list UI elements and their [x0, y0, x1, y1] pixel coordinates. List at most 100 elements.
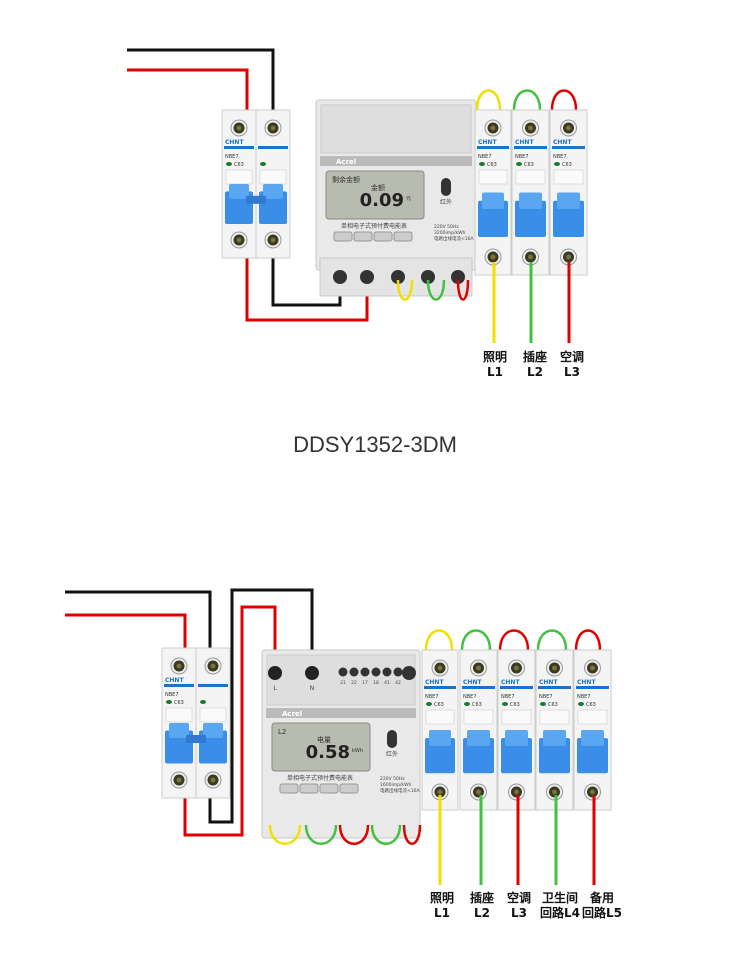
spec-label — [553, 169, 584, 185]
jumper-wire — [574, 629, 602, 651]
screw-slot — [270, 125, 276, 131]
jumper-wire — [370, 824, 402, 845]
brand-stripe — [198, 684, 228, 687]
output-label-4: 卫生间回路L4 — [540, 891, 580, 920]
meter-top-cover — [320, 104, 472, 154]
spec-label — [165, 707, 193, 723]
toggle-lever — [429, 730, 451, 746]
jumper-wire — [402, 824, 422, 845]
spec-label — [425, 709, 455, 725]
lcd-line2: 电量 — [317, 735, 331, 744]
live-input-wire — [127, 68, 249, 115]
spec-label — [199, 707, 227, 723]
screw-slot — [437, 665, 443, 671]
screw-slot — [236, 125, 242, 131]
screw-slot — [270, 237, 276, 243]
screw-slot — [176, 663, 182, 669]
breaker-brand: CHNT — [515, 139, 534, 146]
toggle-lever — [482, 192, 504, 209]
infrared-port — [387, 730, 397, 748]
meter-brand-strip — [320, 156, 472, 166]
terminal — [402, 666, 416, 680]
live-input-wire — [65, 613, 187, 652]
screw-slot — [528, 125, 533, 131]
status-indicator — [200, 700, 206, 704]
breaker-brand: CHNT — [553, 139, 572, 146]
breaker-rating: C63 — [174, 700, 184, 706]
terminal — [421, 270, 435, 284]
spec-label — [515, 169, 546, 185]
breaker-rating: C63 — [434, 702, 444, 708]
brand-stripe — [576, 686, 609, 689]
infrared-label: 红外 — [440, 198, 452, 206]
toggle-lever — [581, 730, 604, 746]
breaker-brand: CHNT — [425, 679, 444, 686]
tie-bar — [246, 195, 266, 204]
aux-terminal — [349, 667, 359, 677]
meter-brand: Acrel — [282, 710, 302, 718]
screw-slot — [476, 665, 481, 671]
brand-stripe — [477, 146, 509, 149]
infrared-label: 红外 — [386, 750, 398, 758]
spec-label — [539, 709, 570, 725]
spec-label — [259, 169, 287, 185]
status-indicator — [426, 702, 432, 706]
screw-slot — [514, 665, 519, 671]
breaker-model: NBE7 — [165, 692, 179, 698]
breaker-model: NBE7 — [425, 694, 439, 700]
terminal-L — [268, 666, 282, 680]
breaker-model: NBE7 — [501, 694, 515, 700]
brand-stripe — [462, 686, 495, 689]
screw-slot — [210, 777, 216, 783]
jumper-wire — [268, 824, 302, 845]
meter-product-name: 单相电子式预付费电能表 — [287, 774, 353, 782]
meter-button — [339, 783, 359, 794]
breaker-brand: CHNT — [478, 139, 497, 146]
jumper-wire — [396, 279, 414, 301]
toggle-lever — [543, 730, 566, 746]
meter-top-cover — [266, 654, 416, 706]
screw-slot — [210, 663, 216, 669]
breaker-brand: CHNT — [165, 677, 184, 684]
meter-terminal-block — [319, 257, 473, 297]
aux-terminal — [338, 667, 348, 677]
meter-spec2: 3200imp/kWh — [434, 230, 466, 236]
toggle-lever — [557, 192, 580, 209]
aux-terminal — [360, 667, 370, 677]
jumper-wire — [512, 89, 542, 111]
toggle-lever — [519, 192, 542, 209]
lcd-line1: 剩余金额 — [332, 175, 360, 184]
brand-stripe — [164, 684, 194, 687]
meter-spec3: 电路出线电流<16A — [434, 235, 474, 242]
toggle-lever — [203, 723, 223, 738]
brand-stripe — [538, 686, 571, 689]
breaker-toggle — [577, 738, 608, 774]
terminal — [451, 270, 465, 284]
terminal-L-label: L — [273, 685, 277, 692]
jumper-wire — [460, 629, 492, 651]
breaker-toggle — [515, 200, 546, 238]
aux-terminal-label: 41 — [384, 680, 390, 686]
screw-slot — [552, 665, 557, 671]
meter-spec2: 1600imp/kWh — [380, 782, 412, 788]
breaker-brand: CHNT — [225, 139, 244, 146]
breaker-toggle — [478, 200, 508, 238]
spec-label — [225, 169, 253, 185]
meter-spec3: 电路出线电流<16A — [380, 787, 420, 794]
brand-stripe — [424, 686, 456, 689]
meter-button — [299, 783, 319, 794]
screw-slot — [552, 789, 557, 795]
terminal-N — [305, 666, 319, 680]
breaker-brand: CHNT — [501, 679, 520, 686]
breaker-rating: C63 — [548, 702, 558, 708]
